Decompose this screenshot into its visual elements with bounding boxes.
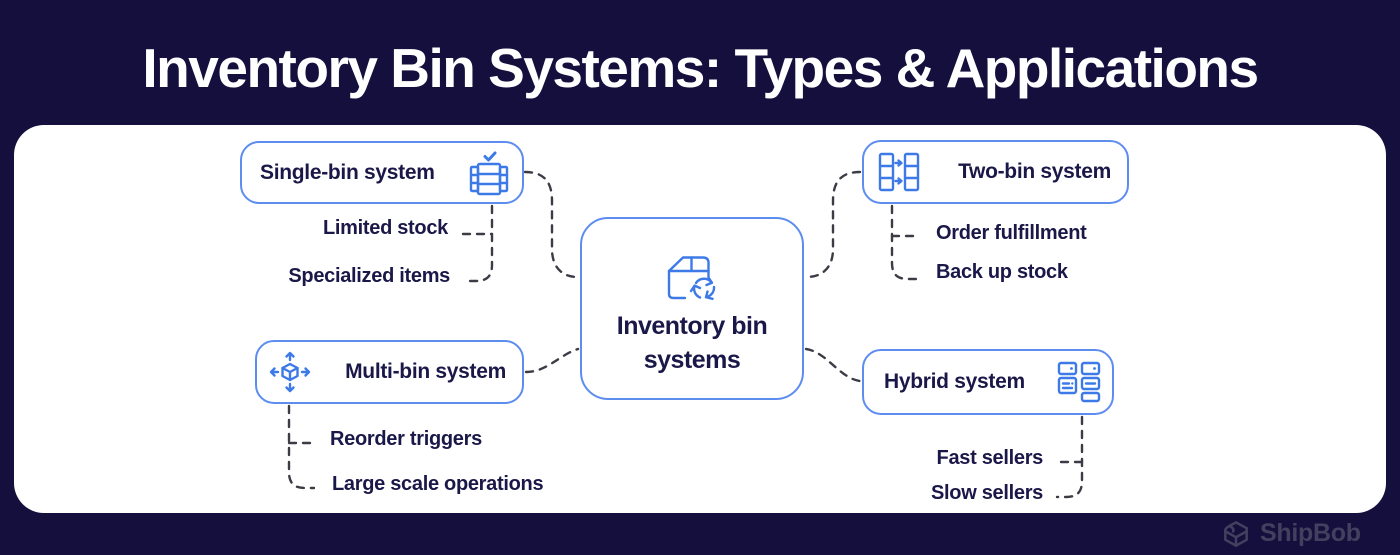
hybrid-child-fast-sellers: Fast sellers [936,447,1044,469]
node-inventory-bin-systems: Inventory bin systems [580,217,804,400]
shipbob-cube-logo-icon [1224,521,1248,547]
two-bin-transfer-icon [878,152,920,192]
brand-name: ShipBob [1260,519,1361,547]
hybrid-bin-grid-icon [1057,361,1101,403]
center-node-label-line1: Inventory bin [616,311,768,340]
center-node-label-line2: systems [643,345,741,374]
single-bin-child-limited-stock: Limited stock [322,217,448,239]
multi-direction-cube-icon [269,351,311,393]
multi-bin-child-reorder-triggers: Reorder triggers [330,428,482,450]
single-bin-child-specialized-items: Specialized items [288,265,450,287]
node-multi-bin-system: Multi-bin system [255,340,524,404]
two-bin-label: Two-bin system [958,160,1111,183]
node-hybrid-system: Hybrid system [862,349,1114,415]
single-bin-crate-check-icon [469,151,509,195]
brand-logo: ShipBob [1221,518,1361,549]
node-two-bin-system: Two-bin system [862,140,1129,204]
hybrid-label: Hybrid system [884,370,1025,393]
package-recycle-icon [667,255,716,300]
center-node-label: Inventory bin systems [616,309,768,377]
single-bin-label: Single-bin system [260,160,435,184]
multi-bin-child-large-scale-operations: Large scale operations [332,473,544,495]
page-title: Inventory Bin Systems: Types & Applicati… [142,37,1259,99]
node-single-bin-system: Single-bin system [240,141,524,204]
hybrid-child-slow-sellers: Slow sellers [930,482,1043,504]
two-bin-child-order-fulfillment: Order fulfillment [936,222,1087,244]
two-bin-child-back-up-stock: Back up stock [936,261,1068,283]
multi-bin-label: Multi-bin system [345,360,506,383]
